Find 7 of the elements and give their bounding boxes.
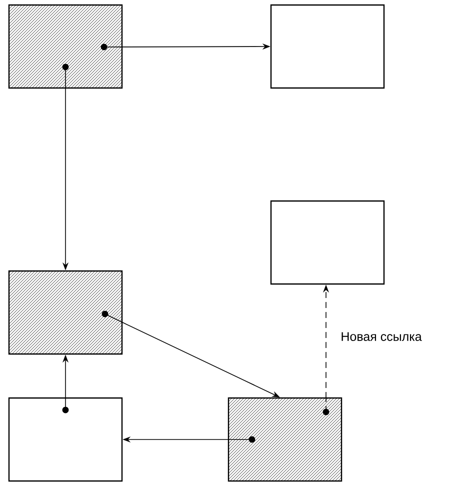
hatched-box <box>228 397 342 482</box>
hatched-box <box>8 4 123 89</box>
hatched-box <box>8 270 123 355</box>
box <box>8 397 123 482</box>
edge-label: Новая ссылка <box>340 331 423 342</box>
box <box>270 4 385 89</box>
box <box>270 200 385 285</box>
